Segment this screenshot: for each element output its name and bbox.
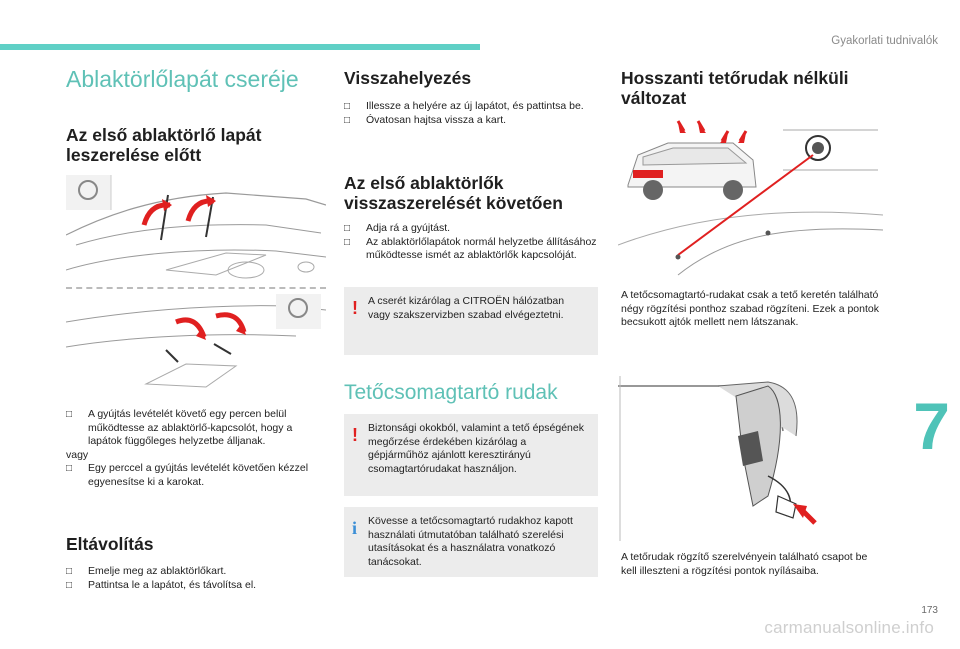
list-item: □ Az ablaktörlőlapátok normál helyzetbe … [344,236,600,263]
page-number: 173 [921,605,938,616]
bullet-text: A gyújtás levételét követő egy percen be… [88,408,293,447]
subtitle-before-removal: Az első ablaktörlő lapát leszerelése elő… [66,125,262,165]
page-title: Ablaktörlőlapát cseréje [66,66,299,92]
wiper-raised-illustration [65,175,327,285]
checkbox-bullet-icon: □ [66,463,73,474]
bullet-text: Emelje meg az ablaktörlőkart. [88,565,227,577]
bullet-text: Pattintsa le a lapátot, és távolítsa el. [88,578,257,591]
bullet-text: Adja rá a gyújtást. [366,222,451,234]
watermark: carmanualsonline.info [764,618,934,637]
checkbox-bullet-icon: □ [66,566,73,577]
list-item: □ Óvatosan hajtsa vissza a kart. [344,114,598,128]
list-item: □ Pattintsa le a lapátot, és távolítsa e… [66,579,328,593]
warning-note-roof-bars: ! Biztonsági okokból, valamint a tető ép… [344,414,598,496]
bullet-text: Az ablaktörlőlapátok normál helyzetbe ál… [366,235,597,262]
removal-heading: Eltávolítás [66,534,154,554]
checkbox-bullet-icon: □ [344,223,351,234]
bullet-text: Egy perccel a gyújtás levételét követően… [88,462,309,488]
warning-text: Biztonsági okokból, valamint a tető épsé… [368,422,584,475]
list-item: □ Egy perccel a gyújtás levételét követő… [66,462,328,489]
or-text: vagy [66,448,89,461]
roof-bar-pin-illustration [618,376,883,541]
checkbox-bullet-icon: □ [344,236,351,248]
after-refit-heading: Az első ablaktörlők visszaszerelését köv… [344,173,563,213]
figure-divider [66,287,326,289]
top-accent-bar [0,44,480,50]
refit-heading: Visszahelyezés [344,68,472,88]
refit-text: □ Illessze a helyére az új lapátot, és p… [344,100,598,127]
info-note-instructions: i Kövesse a tetőcsomagtartó rudakhoz kap… [344,507,598,577]
section-header: Gyakorlati tudnivalók [831,35,938,47]
list-item: □ A gyújtás levételét követő egy percen … [66,408,328,449]
list-item: □ Illessze a helyére az új lapátot, és p… [344,100,598,114]
pin-caption: A tetőrudak rögzítő szerelvényein találh… [621,551,868,577]
checkbox-bullet-icon: □ [344,101,351,112]
bullet-text: Óvatosan hajtsa vissza a kart. [366,113,507,126]
checkbox-bullet-icon: □ [66,579,73,591]
roof-bars-heading: Tetőcsomagtartó rudak [344,381,558,404]
removal-text: □ Emelje meg az ablaktörlőkart. □ Pattin… [66,565,328,592]
list-item: □ Emelje meg az ablaktörlőkart. [66,565,328,579]
before-removal-text: □ A gyújtás levételét követő egy percen … [66,408,328,489]
bullet-text: Illessze a helyére az új lapátot, és pat… [366,100,584,112]
info-text: Kövesse a tetőcsomagtartó rudakhoz kapot… [368,515,573,568]
checkbox-bullet-icon: □ [66,409,73,420]
info-icon: i [352,518,358,538]
wiper-hinged-illustration [65,292,327,392]
no-rails-heading: Hosszanti tetőrudak nélküli változat [621,68,849,108]
checkbox-bullet-icon: □ [344,114,351,126]
after-refit-text: □ Adja rá a gyújtást. □ Az ablaktörlőlap… [344,222,600,263]
fixing-points-caption: A tetőcsomagtartó-rudakat csak a tető ke… [621,289,879,328]
warning-note-network: ! A cserét kizárólag a CITROËN hálózatba… [344,287,598,355]
warning-text: A cserét kizárólag a CITROËN hálózatban … [368,295,565,321]
list-item: □ Adja rá a gyújtást. [344,222,600,236]
roof-fixing-points-illustration [617,115,884,280]
chapter-number: 7 [913,389,950,463]
exclamation-icon: ! [352,298,358,318]
exclamation-icon: ! [352,425,358,445]
